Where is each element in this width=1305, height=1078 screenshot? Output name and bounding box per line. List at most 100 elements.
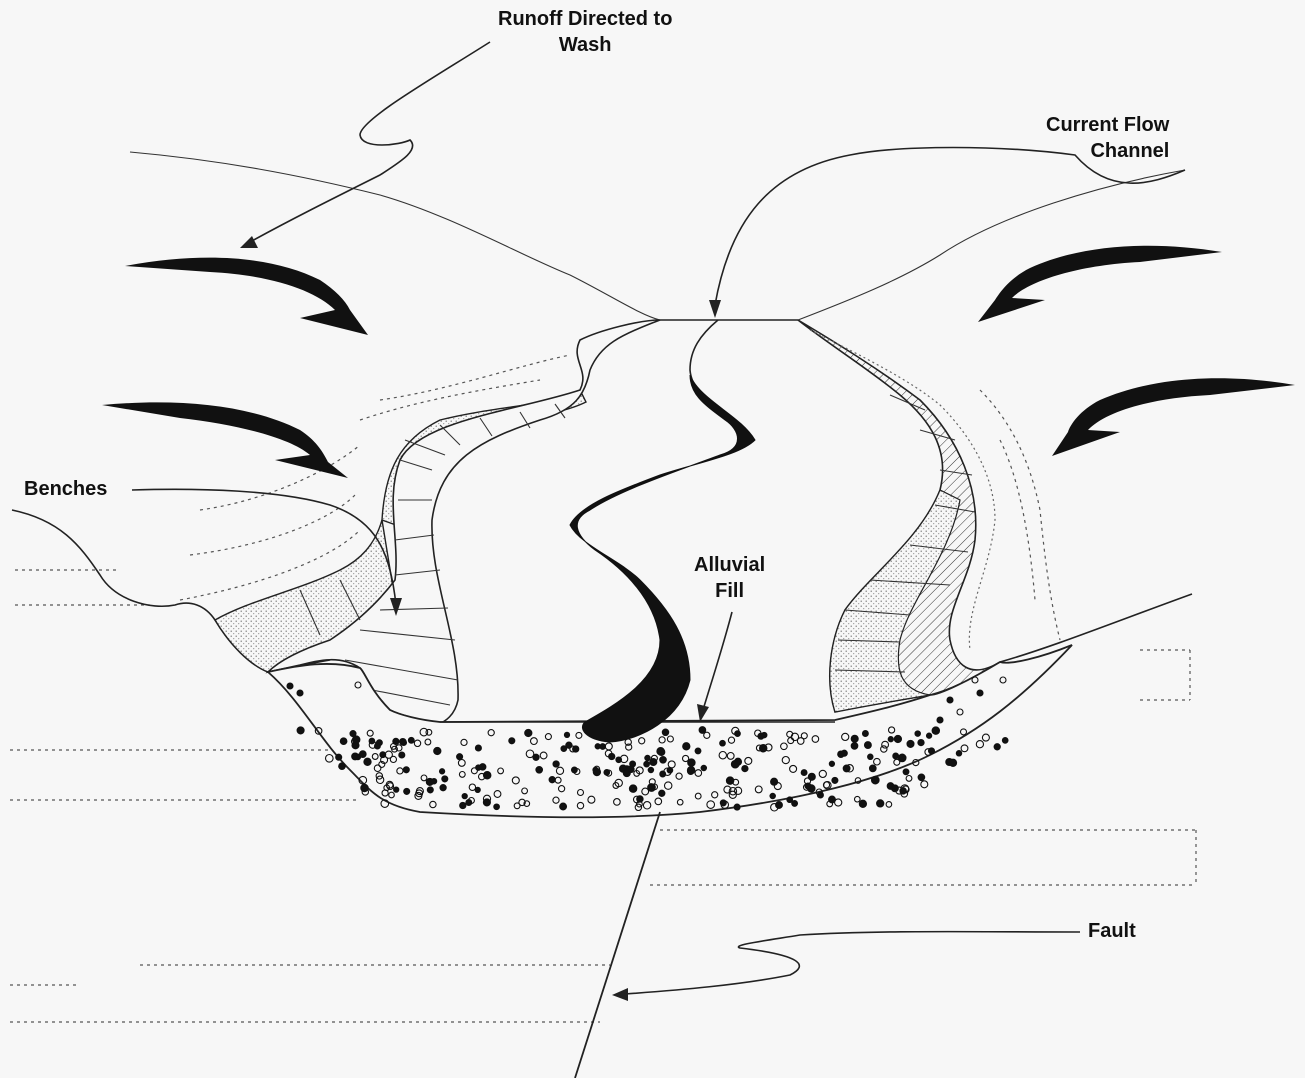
gravel-clast: [982, 734, 989, 741]
gravel-clast: [573, 746, 579, 752]
gravel-clast: [616, 757, 622, 763]
gravel-clast: [906, 776, 912, 782]
current-flow-leader-arrowhead: [709, 300, 721, 318]
benches-label: Benches: [24, 476, 107, 502]
gravel-clast: [851, 743, 858, 750]
gravel-clast: [835, 799, 842, 806]
gravel-clast: [886, 802, 892, 808]
gravel-clast: [525, 729, 532, 736]
gravel-clast: [888, 737, 893, 742]
gravel-clast: [431, 779, 436, 784]
current-flow-channel-label: Current Flow Channel: [1046, 112, 1169, 164]
gravel-clast: [947, 697, 953, 703]
far-ridge-right: [798, 170, 1185, 320]
runoff-label-line2: Wash: [498, 32, 672, 58]
gravel-clast: [560, 803, 567, 810]
runoff-arrow-upper-right: [978, 246, 1222, 322]
gravel-clast: [604, 770, 610, 776]
gravel-clast: [364, 758, 371, 765]
gravel-clast: [994, 744, 1000, 750]
gravel-clast: [683, 743, 690, 750]
gravel-clast: [863, 731, 869, 737]
gravel-clast: [720, 740, 726, 746]
gravel-clast: [287, 683, 293, 689]
gravel-clast: [399, 752, 405, 758]
gravel-clast: [336, 754, 342, 760]
alluvial-leader: [703, 612, 732, 710]
gravel-clast: [644, 761, 650, 767]
gravel-clast: [731, 760, 739, 768]
gravel-clast: [466, 800, 472, 806]
gravel-clast: [457, 754, 463, 760]
runoff-directed-label: Runoff Directed to Wash: [498, 6, 672, 58]
gravel-clast: [961, 745, 968, 752]
runoff-leader-arrowhead: [240, 236, 258, 248]
gravel-clast: [918, 740, 924, 746]
gravel-clast: [662, 729, 668, 735]
gravel-clast: [865, 742, 872, 749]
gravel-clast: [808, 773, 815, 780]
gravel-clast: [832, 777, 838, 783]
gravel-clast: [699, 727, 706, 734]
gravel-clast: [564, 732, 569, 737]
gravel-clast: [915, 731, 920, 736]
gravel-clast: [297, 727, 304, 734]
gravel-clast: [734, 804, 740, 810]
gravel-clast: [801, 770, 807, 776]
current-flow-leader: [715, 148, 1185, 306]
gravel-clast: [695, 748, 701, 754]
gravel-clast: [408, 737, 414, 743]
gravel-clast: [956, 751, 961, 756]
gravel-clast: [475, 745, 481, 751]
gravel-clast: [629, 785, 636, 792]
gravel-clast: [742, 766, 748, 772]
gravel-clast: [855, 796, 861, 802]
gravel-clast: [877, 800, 884, 807]
runoff-arrow-lower-right: [1052, 378, 1295, 456]
benches-label-text: Benches: [24, 476, 107, 502]
gravel-clast: [927, 733, 932, 738]
gravel-clast: [340, 738, 347, 745]
gravel-clast: [549, 777, 555, 783]
gravel-clast: [375, 743, 381, 749]
gravel-clast: [401, 740, 407, 746]
gravel-clast: [829, 761, 834, 766]
gravel-clast: [870, 765, 877, 772]
gravel-clast: [442, 776, 448, 782]
gravel-clast: [937, 717, 943, 723]
gravel-clast: [297, 690, 303, 696]
gravel-clast: [872, 776, 880, 784]
gravel-clast: [600, 744, 606, 750]
gravel-clast: [787, 797, 793, 803]
gravel-clast: [352, 753, 359, 760]
runoff-leader: [250, 42, 490, 242]
gravel-clast: [976, 741, 983, 748]
current-flow-label-line1: Current Flow: [1046, 112, 1169, 138]
fault-line: [575, 812, 660, 1078]
gravel-clast: [360, 751, 367, 758]
gravel-clast: [476, 765, 481, 770]
gravel-clast: [440, 769, 445, 774]
gravel-clast: [326, 755, 334, 763]
gravel-clast: [929, 748, 935, 754]
gravel-clast: [434, 747, 441, 754]
left-ground-surface: [12, 510, 268, 672]
alluvial-label-line2: Fill: [694, 578, 765, 604]
runoff-arrow-lower-left: [102, 402, 348, 478]
gravel-clast: [659, 790, 665, 796]
gravel-clast: [593, 769, 600, 776]
gravel-clast: [536, 767, 543, 774]
gravel-clast: [553, 761, 559, 767]
gravel-clast: [851, 735, 858, 742]
gravel-clast: [770, 793, 775, 798]
gravel-clast: [903, 769, 909, 775]
gravel-clast: [726, 777, 733, 784]
gravel-clast: [509, 738, 515, 744]
gravel-clast: [894, 735, 901, 742]
gravel-clast: [898, 754, 906, 762]
gravel-clast: [339, 763, 346, 770]
gravel-clast: [977, 690, 983, 696]
gravel-clast: [440, 785, 446, 791]
gravel-clast: [667, 767, 673, 773]
gravel-clast: [660, 757, 667, 764]
